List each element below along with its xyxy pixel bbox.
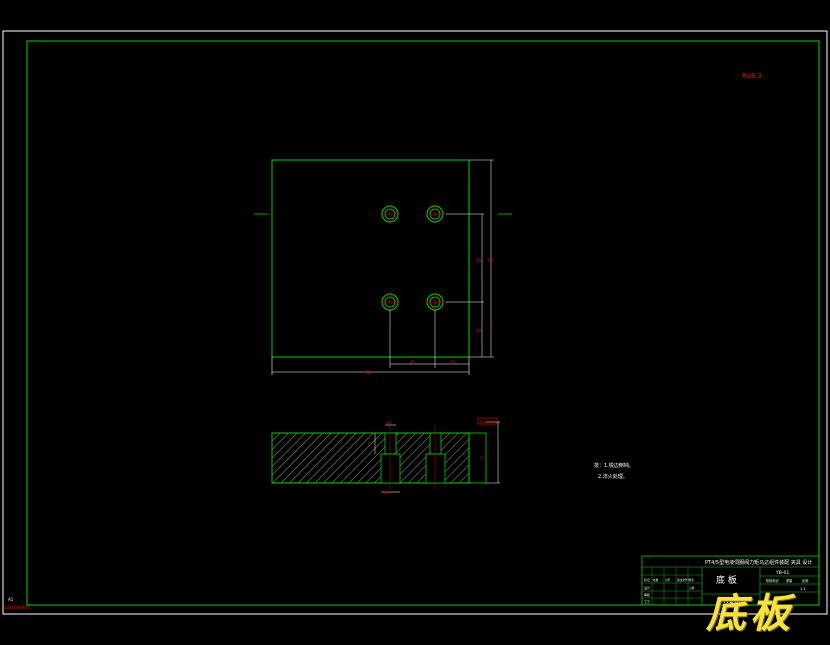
hole-bottom-left (380, 292, 400, 312)
dim-edge-y-label: 20 (476, 328, 482, 333)
svg-text:设计: 设计 (644, 585, 650, 590)
hole-bottom-right (425, 292, 445, 312)
svg-text:重量: 重量 (786, 578, 793, 583)
dim-bottom-width-label: 88 (366, 370, 372, 375)
hole-top-left (380, 204, 400, 224)
sec-height-label: 25 (480, 456, 484, 460)
datum-box (477, 417, 498, 425)
dim-edge-x-label: 20 (450, 360, 456, 365)
svg-text:日期: 日期 (689, 586, 695, 590)
svg-text:审核: 审核 (644, 592, 650, 597)
sec-side-label: A (368, 442, 371, 446)
inner-frame (26, 40, 820, 606)
sheet-label-2: 13A3090403 (4, 605, 30, 610)
svg-text:比例: 比例 (802, 578, 808, 583)
outer-border (2, 30, 828, 615)
section-view: M8 Φ13 A 25 0.02 A (271, 417, 500, 495)
svg-text:标记: 标记 (644, 577, 650, 582)
part-name-stamp: 底板 (706, 590, 794, 637)
title-big-text: 底 板 (716, 574, 737, 586)
note-line-2: 2.淬火处理。 (598, 474, 628, 480)
rev-mark: Ra6.3 (742, 72, 762, 80)
svg-text:阶段标记: 阶段标记 (766, 578, 780, 583)
svg-text:处数: 处数 (653, 578, 659, 582)
title-block: PT4/5型电液伺服阀力矩马达组件装配 夹具 设计 底 板 YB-01 阶段标记… (641, 555, 820, 606)
dim-hole-spacing-y-label: 45 (476, 258, 482, 263)
sec-hole-top-label: M8 (386, 421, 391, 425)
top-view: 88 (254, 159, 512, 375)
title-line: PT4/5型电液伺服阀力矩马达组件装配 夹具 设计 (705, 559, 812, 566)
part-code: HT200 (720, 597, 743, 605)
sec-hole-bottom-label: Φ13 (383, 491, 390, 495)
svg-text:签名: 签名 (689, 578, 695, 582)
dim-hole-spacing-x-label: 45 (410, 360, 416, 365)
sheet-label: A1 (8, 597, 14, 602)
svg-text:0.02 A: 0.02 A (480, 420, 491, 424)
svg-text:分区: 分区 (665, 578, 671, 582)
scale-value: 1:1 (800, 587, 806, 591)
svg-text:工艺: 工艺 (644, 599, 650, 604)
svg-text:更改文件号: 更改文件号 (677, 578, 690, 582)
hole-top-right (425, 204, 445, 224)
note-line-1: 技：1.锐边倒钝。 (594, 463, 634, 469)
code-top: YB-01 (775, 570, 789, 576)
dim-right-height-label: 90 (488, 258, 494, 263)
top-view-plate (271, 159, 470, 358)
